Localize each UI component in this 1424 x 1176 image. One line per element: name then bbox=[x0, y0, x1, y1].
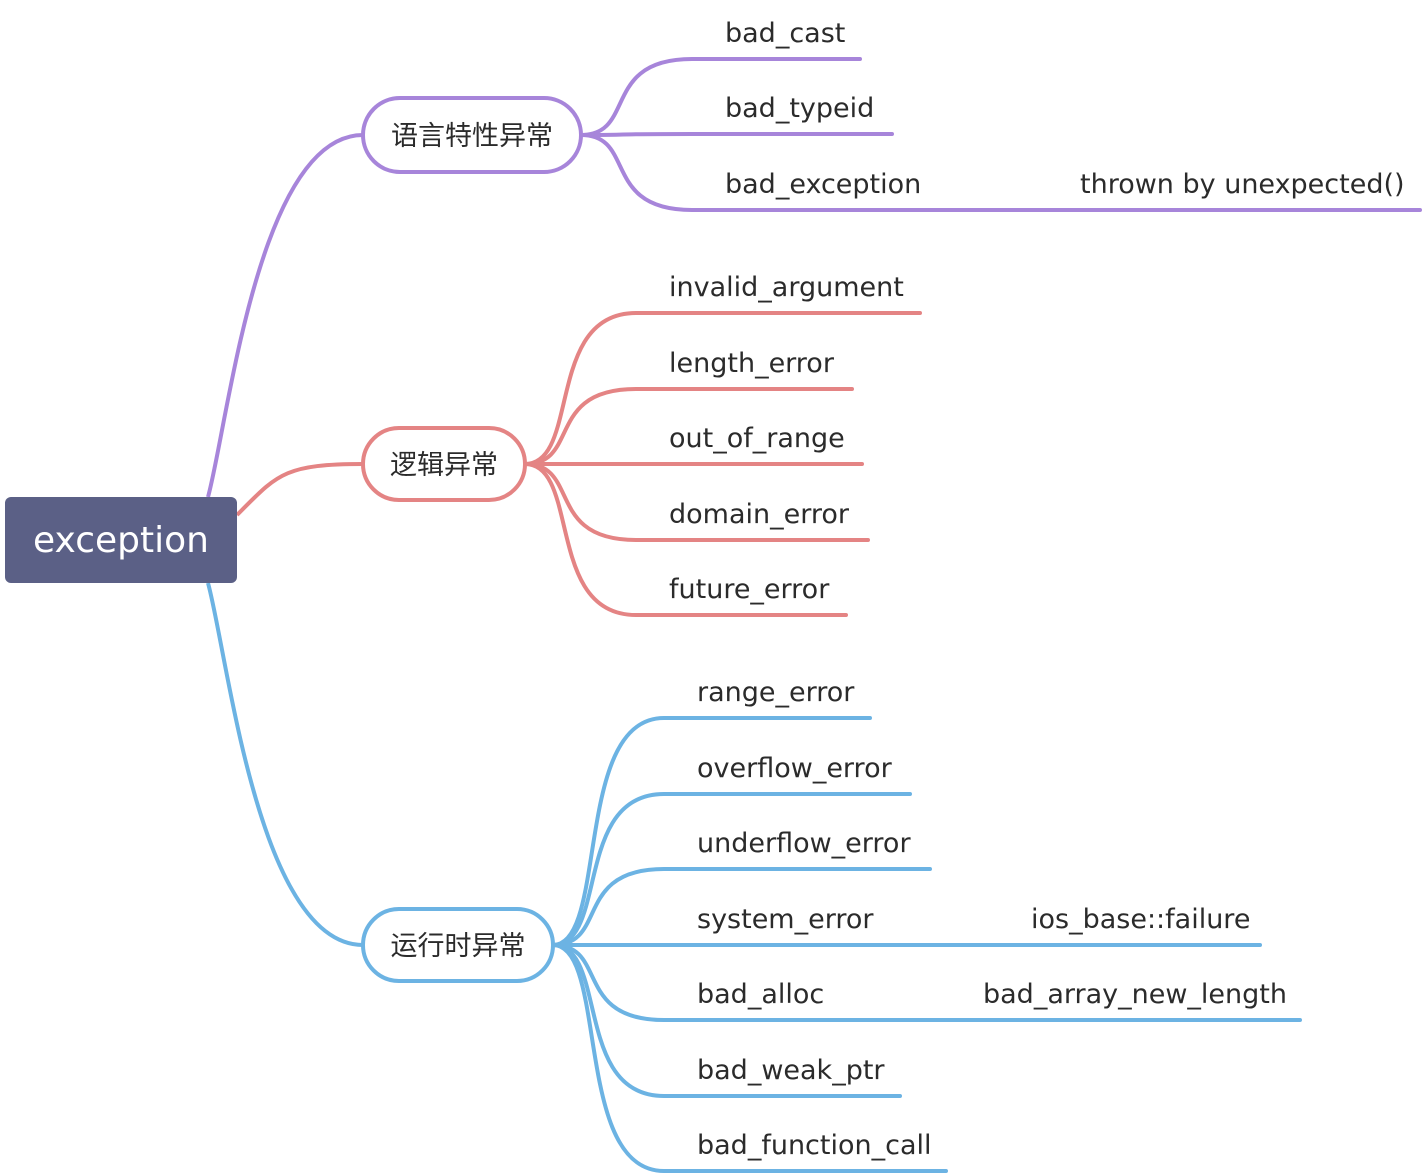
subleaf-node-runtime-4[interactable]: bad_array_new_length bbox=[983, 979, 1287, 1010]
group-node-language-label: 语言特性异常 bbox=[391, 121, 553, 152]
root-node-label: exception bbox=[33, 520, 209, 561]
leaf-node-runtime-5[interactable]: bad_weak_ptr bbox=[697, 1055, 885, 1086]
branch-line-language-0 bbox=[579, 57, 862, 137]
connector-layer bbox=[206, 57, 1422, 1173]
leaf-node-runtime-6[interactable]: bad_function_call bbox=[697, 1130, 932, 1161]
subleaf-node-language-2[interactable]: thrown by unexpected() bbox=[1080, 169, 1405, 200]
branch-line-runtime-1 bbox=[551, 792, 912, 947]
branch-line-logic-4 bbox=[523, 462, 848, 617]
root-connector-runtime bbox=[206, 582, 364, 947]
branch-line-runtime-4 bbox=[551, 943, 1302, 1022]
branch-line-runtime-6 bbox=[551, 943, 948, 1173]
root-connector-language bbox=[206, 133, 364, 498]
group-node-language-box bbox=[361, 96, 583, 174]
leaf-layer: bad_cast bad_typeid bad_exception thrown by… bbox=[669, 18, 1405, 1161]
group-node-language[interactable]: 语言特性异常 bbox=[361, 96, 583, 174]
leaf-node-logic-2[interactable]: out_of_range bbox=[669, 423, 845, 454]
branch-line-runtime-0 bbox=[551, 716, 872, 947]
leaf-node-language-0[interactable]: bad_cast bbox=[725, 18, 845, 49]
leaf-node-runtime-3[interactable]: system_error bbox=[697, 904, 874, 935]
root-connector-logic bbox=[235, 462, 364, 517]
leaf-node-runtime-2[interactable]: underflow_error bbox=[697, 828, 911, 859]
leaf-node-logic-3[interactable]: domain_error bbox=[669, 499, 850, 530]
branch-line-logic-3 bbox=[523, 462, 870, 542]
leaf-node-runtime-0[interactable]: range_error bbox=[697, 677, 855, 708]
leaf-node-language-2[interactable]: bad_exception bbox=[725, 169, 921, 200]
branch-line-language-2 bbox=[579, 133, 1422, 212]
root-node[interactable]: exception bbox=[5, 497, 237, 583]
group-node-logic-box bbox=[361, 426, 527, 502]
leaf-node-runtime-4[interactable]: bad_alloc bbox=[697, 979, 824, 1010]
group-node-logic[interactable]: 逻辑异常 bbox=[361, 426, 527, 502]
leaf-node-logic-0[interactable]: invalid_argument bbox=[669, 272, 904, 303]
branch-line-language-1 bbox=[579, 132, 894, 137]
branch-line-logic-0 bbox=[523, 311, 922, 466]
leaf-node-runtime-1[interactable]: overflow_error bbox=[697, 753, 893, 784]
leaf-node-logic-1[interactable]: length_error bbox=[669, 348, 835, 379]
group-node-runtime[interactable]: 运行时异常 bbox=[361, 907, 555, 983]
leaf-node-logic-4[interactable]: future_error bbox=[669, 574, 830, 605]
group-node-logic-label: 逻辑异常 bbox=[390, 450, 498, 481]
branch-line-runtime-2 bbox=[551, 867, 932, 947]
branch-line-logic-1 bbox=[523, 387, 854, 466]
root-node-box bbox=[5, 497, 237, 583]
group-node-runtime-box bbox=[361, 907, 555, 983]
group-node-runtime-label: 运行时异常 bbox=[391, 931, 526, 962]
branch-line-runtime-5 bbox=[551, 943, 902, 1098]
leaf-node-language-1[interactable]: bad_typeid bbox=[725, 93, 874, 124]
subleaf-node-runtime-3[interactable]: ios_base::failure bbox=[1031, 904, 1250, 935]
